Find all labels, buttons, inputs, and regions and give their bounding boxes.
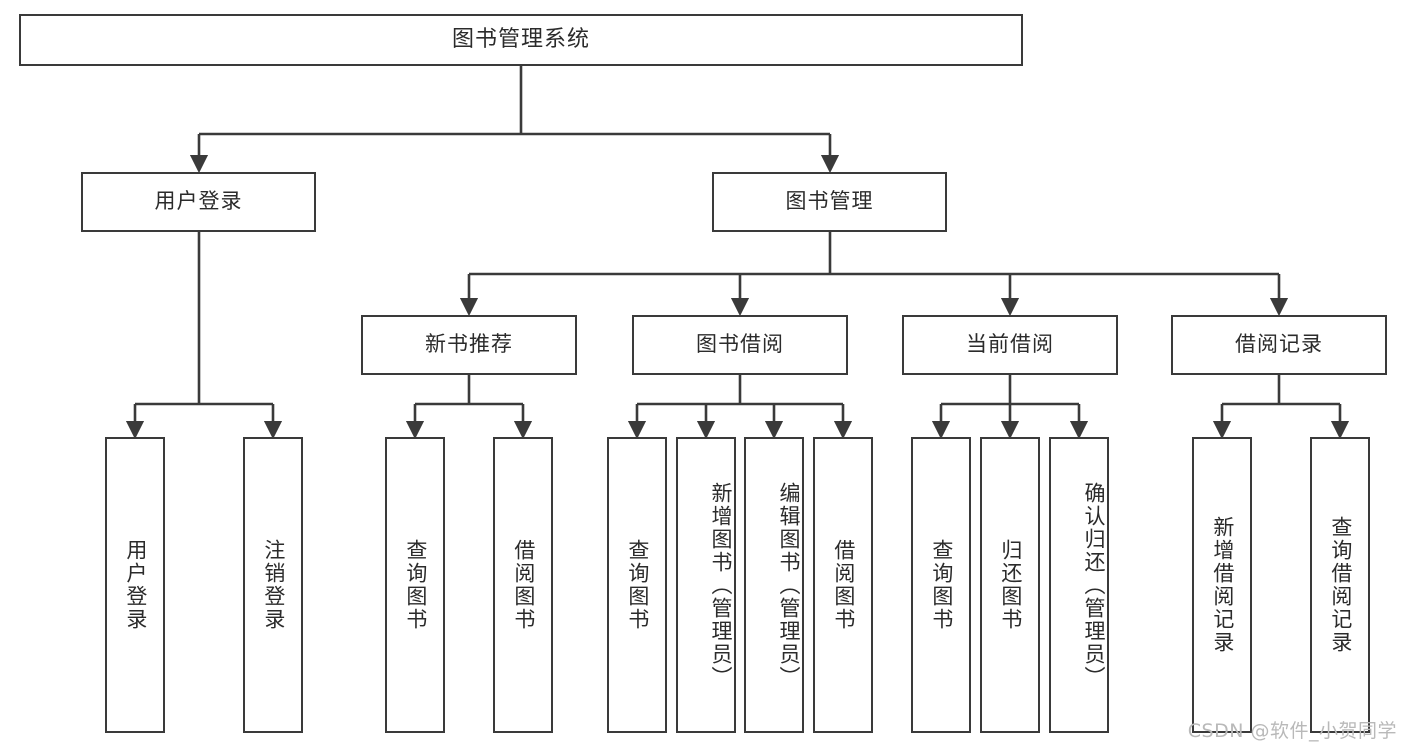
node-current-borrow[interactable]: 当前借阅 xyxy=(902,315,1118,375)
node-label: 编辑图书（管理员） xyxy=(777,481,801,689)
node-root-book-management-system[interactable]: 图书管理系统 xyxy=(19,14,1023,66)
node-leaf-user-logout[interactable]: 注销登录 xyxy=(243,437,303,733)
node-label: 借阅图书 xyxy=(831,539,856,631)
node-label: 归还图书 xyxy=(998,539,1023,631)
node-leaf-query-borrow-record[interactable]: 查询借阅记录 xyxy=(1310,437,1370,733)
node-user-login[interactable]: 用户登录 xyxy=(81,172,316,232)
node-leaf-add-borrow-record[interactable]: 新增借阅记录 xyxy=(1192,437,1252,733)
node-leaf-user-login[interactable]: 用户登录 xyxy=(105,437,165,733)
node-label: 确认归还（管理员） xyxy=(1082,481,1106,689)
node-label: 用户登录 xyxy=(123,539,148,631)
node-label: 查询图书 xyxy=(403,539,428,631)
node-leaf-query-book-current[interactable]: 查询图书 xyxy=(911,437,971,733)
node-book-manage[interactable]: 图书管理 xyxy=(712,172,947,232)
node-label: 查询图书 xyxy=(929,539,954,631)
node-leaf-edit-book[interactable]: 编辑图书（管理员） xyxy=(744,437,804,733)
node-new-book-recommend[interactable]: 新书推荐 xyxy=(361,315,577,375)
node-leaf-borrow-book-recommend[interactable]: 借阅图书 xyxy=(493,437,553,733)
node-leaf-borrow-book[interactable]: 借阅图书 xyxy=(813,437,873,733)
node-label: 图书借阅 xyxy=(696,332,784,357)
node-label: 用户登录 xyxy=(154,189,243,214)
node-label: 新书推荐 xyxy=(425,332,513,357)
node-leaf-query-book-recommend[interactable]: 查询图书 xyxy=(385,437,445,733)
node-label: 图书管理 xyxy=(785,189,874,214)
node-label: 新增图书（管理员） xyxy=(709,481,733,689)
node-book-borrow[interactable]: 图书借阅 xyxy=(632,315,848,375)
node-label: 查询图书 xyxy=(625,539,650,631)
node-label: 注销登录 xyxy=(261,539,286,631)
node-leaf-query-book-borrow[interactable]: 查询图书 xyxy=(607,437,667,733)
node-label: 借阅图书 xyxy=(511,539,536,631)
node-label: 图书管理系统 xyxy=(451,26,590,52)
node-label: 借阅记录 xyxy=(1235,332,1323,357)
node-leaf-confirm-return[interactable]: 确认归还（管理员） xyxy=(1049,437,1109,733)
node-label: 新增借阅记录 xyxy=(1210,516,1235,654)
node-label: 当前借阅 xyxy=(966,332,1054,357)
csdn-watermark: CSDN @软件_小贺同学 xyxy=(1187,720,1397,742)
node-leaf-add-book[interactable]: 新增图书（管理员） xyxy=(676,437,736,733)
node-label: 查询借阅记录 xyxy=(1328,516,1353,654)
node-leaf-return-book[interactable]: 归还图书 xyxy=(980,437,1040,733)
node-borrow-record[interactable]: 借阅记录 xyxy=(1171,315,1387,375)
